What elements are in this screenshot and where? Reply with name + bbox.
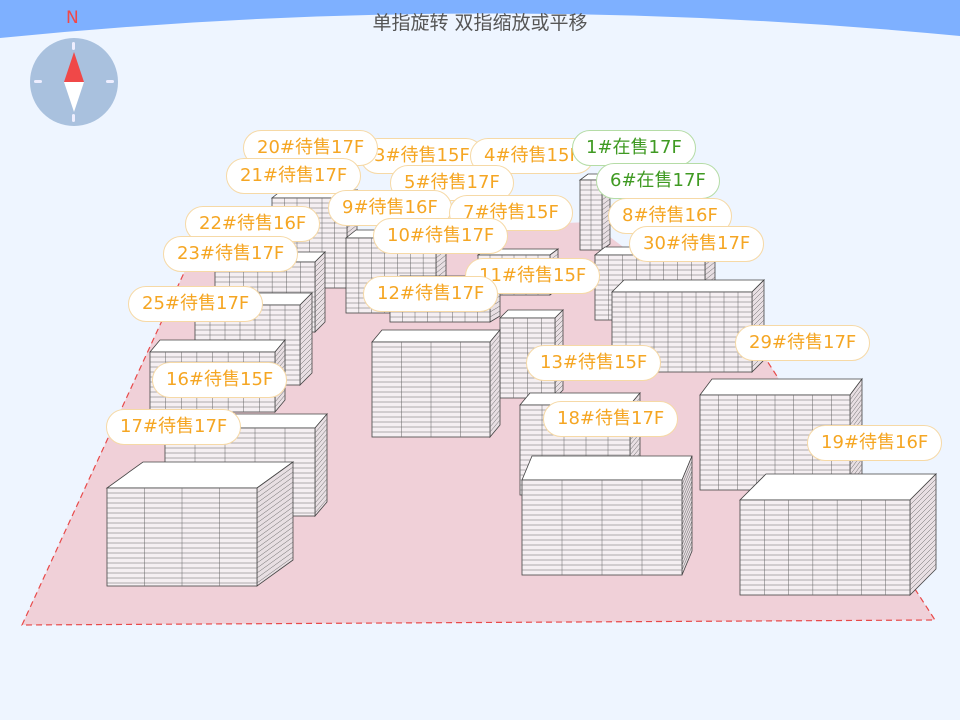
sky-band <box>0 0 960 38</box>
building-label[interactable]: 23#待售17F <box>163 236 299 272</box>
building-label[interactable]: 30#待售17F <box>629 226 765 262</box>
compass-needle-icon <box>34 42 114 122</box>
building-label[interactable]: 19#待售16F <box>807 425 943 461</box>
compass-north-label: N <box>66 8 79 28</box>
building-block[interactable] <box>371 328 501 439</box>
building-label[interactable]: 29#待售17F <box>735 325 871 361</box>
building-label[interactable]: 13#待售15F <box>526 345 662 381</box>
gesture-hint: 单指旋转 双指缩放或平移 <box>372 12 588 34</box>
building-label[interactable]: 16#待售15F <box>152 362 288 398</box>
building-label[interactable]: 6#在售17F <box>596 163 720 199</box>
building-block[interactable] <box>521 455 693 576</box>
building-label[interactable]: 18#待售17F <box>543 401 679 437</box>
building-label[interactable]: 25#待售17F <box>128 286 264 322</box>
building-label[interactable]: 1#在售17F <box>572 130 696 166</box>
building-label[interactable]: 21#待售17F <box>226 158 362 194</box>
building-block[interactable] <box>739 473 937 596</box>
building-block[interactable] <box>105 461 295 587</box>
compass[interactable] <box>30 38 118 126</box>
building-label[interactable]: 17#待售17F <box>106 409 242 445</box>
building-label[interactable]: 10#待售17F <box>373 218 509 254</box>
building-label[interactable]: 12#待售17F <box>363 276 499 312</box>
